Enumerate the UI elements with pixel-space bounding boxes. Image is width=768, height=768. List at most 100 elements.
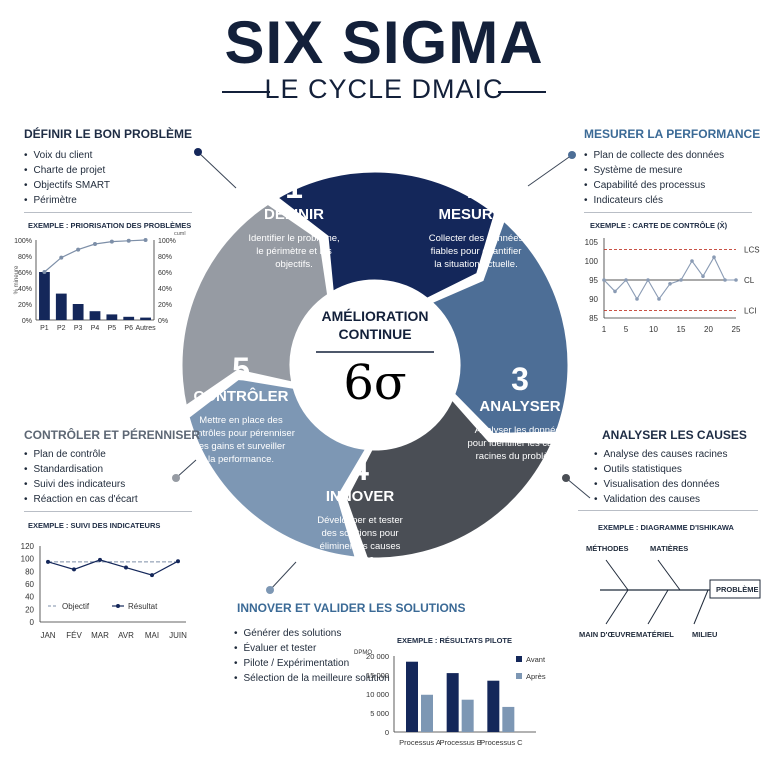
pareto-x-tick: P1 bbox=[40, 325, 49, 332]
tracking-result-point bbox=[150, 573, 154, 578]
pilot-y-tick: 10 000 bbox=[366, 690, 389, 699]
define-divider bbox=[24, 212, 192, 213]
pilot-x-tick: Processus C bbox=[480, 738, 523, 747]
pilot-bar bbox=[487, 680, 500, 732]
measure-bullets: Plan de collecte des données Système de … bbox=[584, 148, 725, 208]
control-series-point bbox=[690, 259, 694, 263]
control-x-tick: 20 bbox=[704, 325, 713, 334]
phase-name: MESURER bbox=[438, 206, 514, 223]
connector-measure bbox=[527, 154, 573, 187]
control-x-tick: 5 bbox=[624, 325, 629, 334]
control-divider bbox=[24, 511, 192, 512]
phase-name: INNOVER bbox=[325, 488, 395, 505]
control-series-point bbox=[679, 278, 683, 282]
tracking-result-line bbox=[47, 559, 179, 576]
pareto-cumulative-point bbox=[42, 270, 47, 274]
tracking-y-tick: 60 bbox=[25, 580, 34, 589]
control-x-tick: 15 bbox=[677, 325, 686, 334]
center-line-1: AMÉLIORATION bbox=[321, 308, 429, 324]
pareto-cumulative-point bbox=[143, 238, 148, 242]
effect-label: PROBLÈME bbox=[716, 585, 759, 594]
define-bullet: Voix du client bbox=[24, 148, 110, 163]
control-series-point bbox=[723, 278, 727, 282]
phase-description-line: Mettre en place des bbox=[199, 415, 283, 426]
connector-dot-control bbox=[172, 474, 180, 482]
phase-description-line: fiables pour quantifier bbox=[430, 246, 522, 257]
pilot-bar bbox=[446, 673, 459, 732]
tracking-y-tick: 0 bbox=[30, 618, 35, 627]
phase-number: 4 bbox=[351, 451, 369, 487]
control-series-point bbox=[701, 274, 705, 278]
control-y-tick: 85 bbox=[589, 314, 598, 323]
control-series-point bbox=[646, 278, 650, 282]
pareto-x-tick: Autres bbox=[135, 325, 156, 332]
control-bullet: Suivi des indicateurs bbox=[24, 477, 138, 492]
tracking-result-point bbox=[98, 557, 102, 562]
phase-number: 2 bbox=[467, 169, 485, 205]
pareto-x-tick: P6 bbox=[124, 325, 133, 332]
control-y-tick: 95 bbox=[589, 276, 598, 285]
pareto-y-tick: 40% bbox=[18, 286, 32, 293]
control-series-point bbox=[712, 255, 716, 259]
connector-control bbox=[175, 459, 197, 479]
pilot-bar bbox=[421, 694, 433, 732]
pareto-bar bbox=[39, 272, 50, 320]
measure-bullet: Capabilité des processus bbox=[584, 178, 724, 193]
measure-example-title: EXEMPLE : CARTE DE CONTRÔLE (X̄) bbox=[590, 221, 728, 230]
analyze-bullets: Analyse des causes racines Outils statis… bbox=[594, 447, 728, 507]
bone-materiel bbox=[647, 589, 669, 625]
fish-head-box bbox=[709, 579, 761, 599]
tracking-x-tick: MAI bbox=[145, 631, 159, 640]
control-x-tick: 10 bbox=[649, 325, 658, 334]
phase-description-line: éliminer les causes bbox=[319, 541, 401, 552]
pareto-bar bbox=[140, 317, 151, 320]
analyze-bullet: Outils statistiques bbox=[594, 462, 727, 477]
pilot-bar bbox=[406, 661, 418, 732]
analyze-section-title: ANALYSER LES CAUSES bbox=[602, 428, 747, 442]
analyze-example-title: EXEMPLE : DIAGRAMME D'ISHIKAWA bbox=[598, 523, 734, 532]
control-series-point bbox=[635, 297, 639, 301]
pareto-cumulative-point bbox=[76, 247, 81, 252]
control-bullet: Réaction en cas d'écart bbox=[24, 492, 138, 507]
tracking-y-tick: 100 bbox=[21, 555, 35, 564]
connector-dot-analyze bbox=[562, 474, 570, 482]
phase-description-line: Analyser les données bbox=[474, 425, 566, 436]
cause-matieres: MATIÈRES bbox=[650, 544, 688, 553]
improve-bullet: Évaluer et tester bbox=[234, 641, 390, 656]
tracking-x-tick: MAR bbox=[91, 631, 109, 640]
subtitle-rule-right bbox=[498, 91, 546, 93]
phase-description-line: des solutions pour bbox=[321, 528, 399, 539]
connector-analyze bbox=[565, 477, 591, 499]
center-label: AMÉLIORATION CONTINUE bbox=[300, 307, 450, 343]
pareto-cumulative-point bbox=[59, 255, 64, 260]
pilot-y-label: DPMO bbox=[354, 650, 372, 656]
pareto-cumulative-point bbox=[126, 238, 131, 243]
phase-name: ANALYSER bbox=[479, 398, 561, 415]
control-series-point bbox=[602, 278, 606, 282]
tracking-y-tick: 80 bbox=[25, 567, 34, 576]
pareto-bar bbox=[106, 314, 118, 320]
phase-description-line: Collecter des données bbox=[428, 233, 524, 244]
improve-section-title: INNOVER ET VALIDER LES SOLUTIONS bbox=[237, 601, 466, 615]
define-example-title: EXEMPLE : PRIORISATION DES PROBLÈMES bbox=[28, 221, 192, 230]
six-sigma-symbol: 6σ bbox=[343, 355, 407, 411]
tracking-result-point bbox=[46, 559, 50, 564]
control-limit-label: CL bbox=[744, 276, 755, 285]
analyze-divider bbox=[578, 510, 758, 511]
tracking-result-point bbox=[124, 565, 128, 570]
control-series-point bbox=[734, 278, 738, 282]
tracking-x-tick: FÉV bbox=[66, 631, 82, 640]
control-y-tick: 90 bbox=[589, 295, 598, 304]
pilot-y-tick: 15 000 bbox=[366, 671, 389, 680]
pareto-bar bbox=[123, 316, 135, 320]
pareto-y2-tick: 100% bbox=[158, 238, 176, 245]
pareto-y-tick: 0% bbox=[22, 318, 32, 325]
control-x-tick: 25 bbox=[732, 325, 741, 334]
phase-description-line: racines du problème. bbox=[475, 451, 565, 462]
pilot-y-tick: 5 000 bbox=[370, 709, 389, 718]
cause-materiel: MATÉRIEL bbox=[636, 630, 674, 639]
